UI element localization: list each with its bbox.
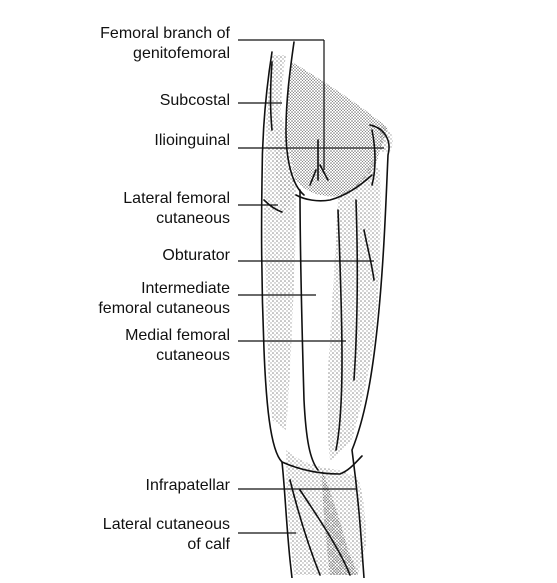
label-lateral-calf: Lateral cutaneous of calf [103, 515, 230, 555]
region-genitofemoral [286, 62, 388, 197]
label-intermediate-femoral: Intermediate femoral cutaneous [98, 279, 230, 319]
label-intermediate-femoral-line2: femoral cutaneous [98, 300, 230, 317]
label-lateral-calf-line1: Lateral cutaneous [102, 516, 230, 533]
region-medial-thigh [327, 160, 381, 462]
label-femoral-branch-line1: Femoral branch of [100, 25, 230, 42]
label-subcostal: Subcostal [160, 91, 230, 111]
label-medial-femoral-line1: Medial femoral [125, 327, 230, 344]
leg-outline [260, 41, 390, 579]
label-lateral-femoral-line1: Lateral femoral [123, 190, 230, 207]
region-lateral-femoral [264, 140, 296, 430]
leader-lines [238, 39, 384, 534]
label-lateral-femoral: Lateral femoral cutaneous [123, 189, 230, 229]
label-ilioinguinal: Ilioinguinal [154, 131, 230, 151]
label-femoral-branch-line2: genitofemoral [133, 45, 230, 62]
label-infrapatellar-line1: Infrapatellar [145, 477, 231, 494]
label-obturator: Obturator [162, 246, 230, 266]
label-medial-femoral-line2: cutaneous [156, 347, 230, 364]
label-femoral-branch: Femoral branch of genitofemoral [100, 24, 230, 64]
label-medial-femoral: Medial femoral cutaneous [125, 326, 230, 366]
region-lateral-calf [322, 470, 358, 575]
label-lateral-calf-line2: of calf [187, 536, 230, 553]
label-ilioinguinal-line1: Ilioinguinal [154, 132, 230, 149]
label-intermediate-femoral-line1: Intermediate [141, 280, 230, 297]
label-infrapatellar: Infrapatellar [146, 476, 231, 496]
label-obturator-line1: Obturator [162, 247, 230, 264]
label-lateral-femoral-line2: cutaneous [156, 210, 230, 227]
label-subcostal-line1: Subcostal [159, 92, 230, 109]
